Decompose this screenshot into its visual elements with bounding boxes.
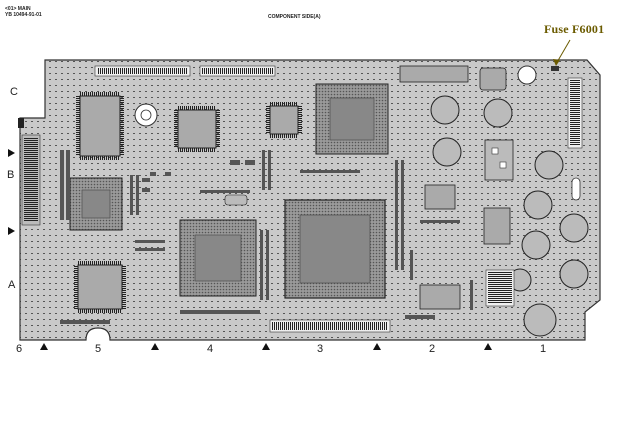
ic-upper-left (79, 95, 121, 157)
column-label-2: 2 (429, 343, 436, 355)
ic-right-mid (424, 184, 456, 210)
crystal (224, 194, 248, 206)
ic-top-right (399, 65, 469, 83)
column-divider-marker-5 (484, 343, 492, 350)
column-label-6: 6 (16, 343, 23, 355)
inductor (479, 67, 507, 91)
column-label-1: 1 (540, 343, 547, 355)
board-name: <01> MAIN (5, 6, 31, 12)
row-label-b: B (7, 169, 15, 181)
capacitor (534, 150, 564, 180)
row-divider-marker-bc (8, 149, 15, 157)
fuse-callout-arrow (553, 39, 571, 66)
row-label-a: A (8, 279, 16, 291)
ic-small-center (269, 105, 299, 135)
capacitor (523, 190, 553, 220)
column-label-4: 4 (207, 343, 214, 355)
mounting-hole-right (517, 65, 537, 85)
electrolytic-capacitors (430, 95, 589, 337)
column-label-3: 3 (317, 343, 324, 355)
column-divider-marker-3 (262, 343, 270, 350)
column-divider-marker-4 (373, 343, 381, 350)
board-id-header: <01> MAIN YB 10494-91-01 (5, 6, 42, 18)
fuse-callout-label: Fuse F6001 (544, 22, 605, 36)
fuse-f6001 (551, 66, 559, 71)
capacitor (430, 95, 460, 125)
capacitor (521, 230, 551, 260)
board-part-number: YB 10494-91-01 (5, 12, 42, 18)
side-title: COMPONENT SIDE(A) (268, 14, 321, 20)
row-divider-marker-ab (8, 227, 15, 235)
transformer (483, 207, 511, 245)
capacitor (483, 98, 513, 128)
capacitor (559, 213, 589, 243)
row-label-c: C (10, 86, 18, 98)
column-divider-marker-1 (40, 343, 48, 350)
ic-right-low (419, 284, 461, 310)
passive-components (60, 150, 473, 324)
left-notch (18, 118, 24, 128)
capacitor (559, 259, 589, 289)
column-label-5: 5 (95, 343, 102, 355)
ic-lower-left (77, 264, 123, 310)
column-divider-marker-2 (151, 343, 159, 350)
ic-center-left (177, 109, 217, 149)
capacitor (432, 137, 462, 167)
switch-component (484, 139, 514, 181)
capacitor (523, 303, 557, 337)
slot-right (571, 177, 581, 201)
